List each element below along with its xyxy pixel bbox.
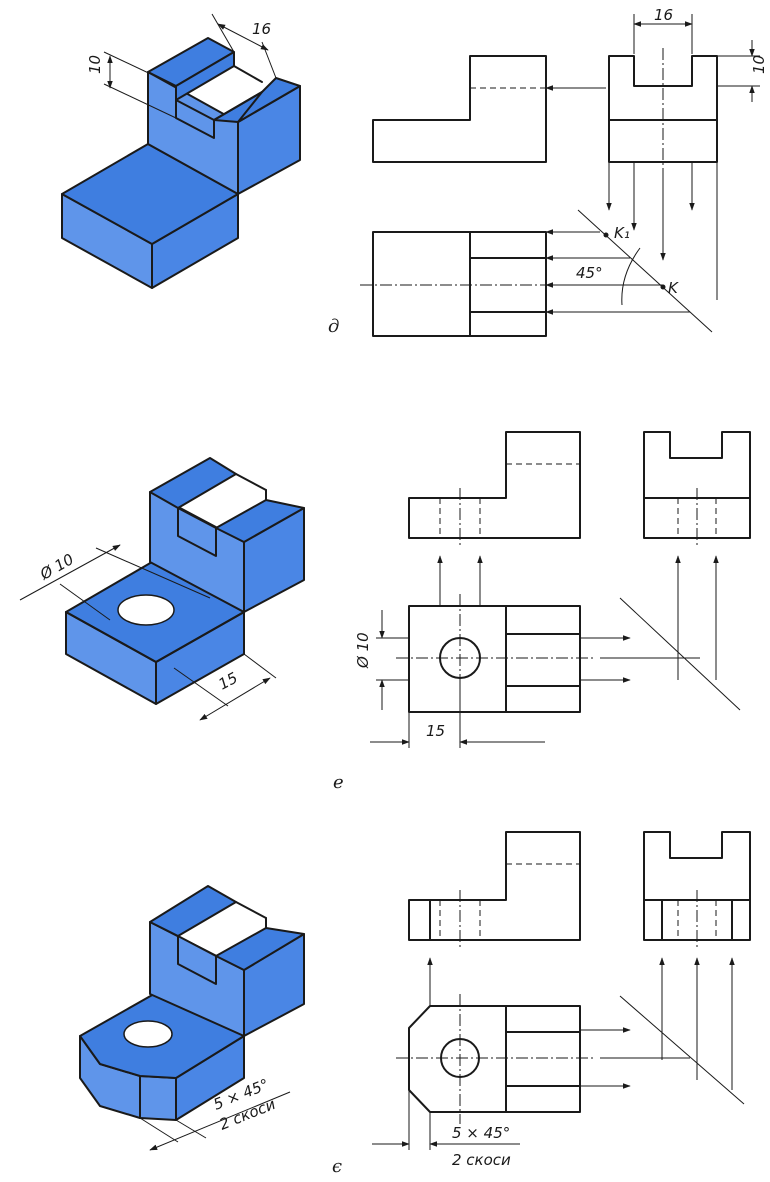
top-view-ye bbox=[396, 994, 596, 1124]
isometric-model-ye bbox=[79, 885, 305, 1121]
side-view-e bbox=[643, 431, 751, 548]
point-k: K bbox=[668, 279, 679, 297]
dim-diameter-3d: Ø 10 bbox=[36, 550, 77, 584]
view-chamfer-count: 2 скоси bbox=[452, 1151, 511, 1169]
side-view-ye bbox=[643, 831, 751, 950]
view-chamfer-size: 5 × 45° bbox=[452, 1124, 510, 1142]
top-view-e bbox=[396, 594, 596, 722]
letter-ye: є bbox=[332, 1156, 342, 1177]
letter-e: е bbox=[333, 772, 344, 793]
dim-offset-3d: 15 bbox=[215, 669, 240, 694]
front-view-e bbox=[408, 431, 581, 548]
top-view-d bbox=[360, 231, 560, 337]
figure-e: Ø 10 15 bbox=[19, 431, 751, 793]
point-k1: K₁ bbox=[614, 224, 630, 242]
dim-view-height: 10 bbox=[750, 55, 768, 74]
figure-ye: 5 × 45° 2 скоси bbox=[79, 831, 751, 1177]
side-view-d: 16 10 bbox=[608, 6, 768, 172]
figure-d: 16 10 16 10 bbox=[61, 6, 768, 337]
dim-view-width: 16 bbox=[654, 6, 673, 24]
dim-width-3d: 16 bbox=[252, 20, 271, 38]
dim-view-diameter: Ø 10 bbox=[354, 632, 372, 669]
front-view-ye bbox=[408, 831, 581, 950]
isometric-model-d bbox=[61, 37, 301, 289]
front-view-d bbox=[372, 55, 606, 163]
angle-45: 45° bbox=[576, 264, 603, 282]
dim-view-offset: 15 bbox=[426, 722, 445, 740]
isometric-model-e bbox=[65, 457, 305, 705]
dim-height-3d: 10 bbox=[86, 55, 104, 74]
letter-d: д bbox=[328, 316, 339, 337]
